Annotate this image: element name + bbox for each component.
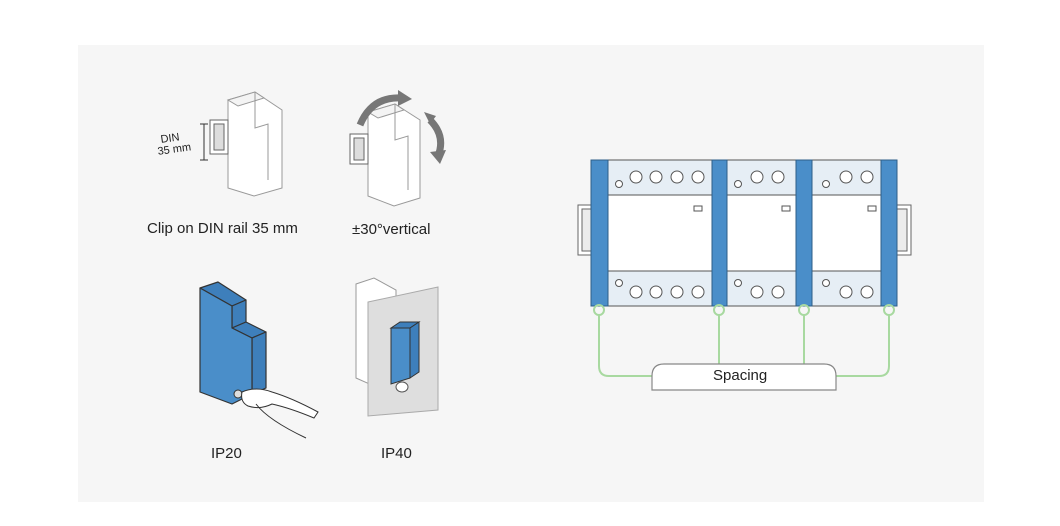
- spacing-leader-lines: [593, 304, 895, 377]
- contactor-module-2: [726, 159, 797, 307]
- rotation-arrows-icon: [356, 90, 446, 164]
- din-height-dimension: [200, 123, 208, 161]
- spacing-label: Spacing: [713, 367, 768, 384]
- orientation-module-illustration: [349, 103, 421, 207]
- din-rail-caption: Clip on DIN rail 35 mm: [147, 220, 298, 237]
- contactor-module-3: [811, 159, 882, 307]
- ip40-caption: IP40: [381, 445, 412, 462]
- ip40-module-illustration: [355, 277, 439, 417]
- ip20-caption: IP20: [211, 445, 242, 462]
- din-rail-module-illustration: [209, 91, 283, 197]
- spacing-label-box: [651, 363, 837, 391]
- ip20-module-illustration: [199, 281, 267, 405]
- finger-icon: [233, 388, 319, 439]
- contactor-module-1: [607, 159, 713, 307]
- din-rail-stubs: [577, 204, 912, 256]
- orientation-caption: ±30°vertical: [352, 221, 431, 238]
